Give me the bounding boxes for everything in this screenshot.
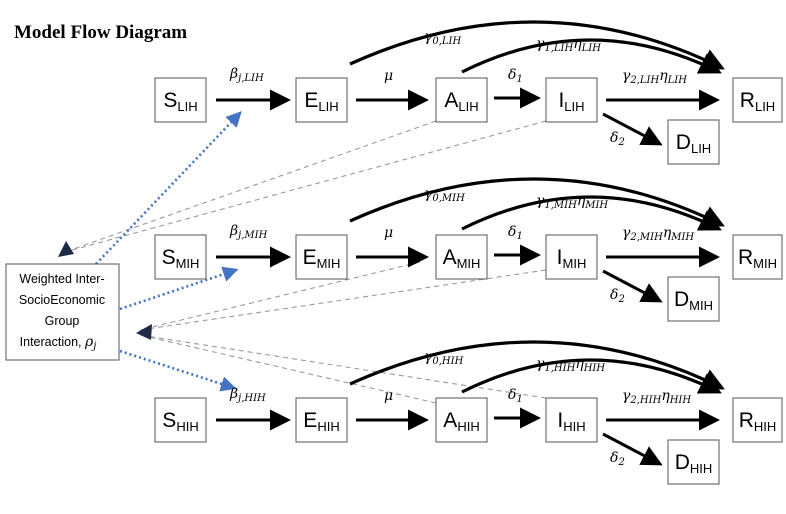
i-box — [545, 397, 598, 443]
interaction-line-4: Interaction, ρj — [20, 334, 97, 352]
row-mih: SMIH EMIH AMIH IMIH RMIH DMIH βj,MIH μ δ1 δ2 γ0,MI… — [154, 177, 783, 322]
label-gamma1: γ1,LIHηLIH — [536, 36, 601, 54]
label-delta2: δ2 — [610, 450, 625, 468]
diagram-title: Model Flow Diagram — [14, 22, 187, 43]
contact-dashed-line — [64, 120, 547, 253]
label-gamma2: γ2,LIHηLIH — [622, 68, 687, 86]
contact-arrowhead — [136, 324, 152, 340]
contact-dashed-line — [139, 269, 547, 331]
interaction-dotted-arrow — [119, 349, 237, 392]
a-node-label: AMIH — [443, 246, 481, 271]
rows-layer: SLIH ELIH ALIH ILIH RLIH DLIH βj,LIH μ δ1 δ2 γ0,LI… — [154, 20, 783, 485]
curve-a-to-r — [461, 38, 722, 74]
r-box — [732, 77, 783, 123]
a-box — [435, 397, 488, 443]
s-box — [154, 234, 207, 280]
label-delta1: δ1 — [508, 224, 523, 242]
row-hih: SHIH EHIH AHIH IHIH RHIH DHIH βj,HIH μ δ1 δ2 γ0,HI… — [154, 340, 783, 485]
label-mu: μ — [384, 388, 393, 404]
curve-e-to-r — [349, 20, 725, 70]
a-node-label: ALIH — [444, 89, 478, 114]
label-gamma0: γ0,LIH — [424, 29, 462, 47]
e-node-label: ELIH — [304, 89, 338, 114]
d-box — [667, 439, 720, 485]
label-gamma1: γ1,HIHηHIH — [536, 356, 605, 374]
label-gamma2: γ2,MIHηMIH — [622, 225, 694, 243]
i-box — [545, 77, 598, 123]
curve-e-to-r — [349, 340, 725, 390]
label-gamma0: γ0,MIH — [424, 186, 465, 204]
interaction-box — [5, 263, 120, 361]
arrow-i-to-d — [602, 112, 663, 146]
r-node-label: RHIH — [739, 409, 777, 434]
interaction-line-2: SocioEconomic — [19, 293, 105, 307]
curve-a-to-r — [461, 195, 722, 231]
rho-symbol: ρ — [84, 334, 94, 350]
d-node-label: DLIH — [676, 131, 711, 156]
label-mu: μ — [384, 225, 393, 241]
e-node-label: EMIH — [303, 246, 341, 271]
label-beta: βj,MIH — [229, 223, 268, 241]
links-layer — [58, 111, 547, 404]
contact-dashed-line — [139, 334, 547, 399]
e-box — [295, 77, 348, 123]
interaction-node: Weighted Inter- SocioEconomic Group Inte… — [5, 263, 120, 361]
label-delta1: δ1 — [508, 387, 523, 405]
curve-e-to-r — [349, 177, 725, 227]
r-node-label: RLIH — [740, 89, 775, 114]
contact-dashed-line — [139, 334, 437, 404]
interaction-line-1: Weighted Inter- — [19, 272, 104, 286]
s-node-label: SLIH — [163, 89, 197, 114]
i-node-label: IMIH — [557, 246, 587, 271]
r-box — [732, 397, 783, 443]
label-delta2: δ2 — [610, 130, 625, 148]
i-node-label: IHIH — [557, 409, 585, 434]
curve-a-to-r — [461, 358, 722, 394]
a-box — [435, 234, 488, 280]
label-beta: βj,HIH — [229, 386, 266, 404]
interaction-dotted-arrow — [119, 266, 239, 311]
contact-dashed-line — [139, 261, 421, 331]
i-node-label: ILIH — [558, 89, 584, 114]
label-gamma2: γ2,HIHηHIH — [622, 388, 691, 406]
label-mu: μ — [384, 68, 393, 84]
s-node-label: SMIH — [162, 246, 200, 271]
arrow-i-to-d — [602, 269, 663, 303]
r-box — [732, 234, 783, 280]
a-box — [435, 77, 488, 123]
label-delta2: δ2 — [610, 287, 625, 305]
row-lih: SLIH ELIH ALIH ILIH RLIH DLIH βj,LIH μ δ1 δ2 γ0,LI… — [154, 20, 783, 165]
label-gamma0: γ0,HIH — [424, 349, 464, 367]
contact-arrowhead — [58, 241, 74, 257]
i-box — [545, 234, 598, 280]
d-box — [667, 276, 720, 322]
s-box — [154, 77, 207, 123]
a-node-label: AHIH — [443, 409, 479, 434]
label-delta1: δ1 — [508, 67, 523, 85]
d-node-label: DMIH — [674, 288, 713, 313]
s-node-label: SHIH — [162, 409, 198, 434]
e-node-label: EHIH — [303, 409, 339, 434]
arrow-i-to-d — [602, 432, 663, 466]
interaction-line-3: Group — [45, 314, 80, 328]
e-box — [295, 397, 348, 443]
label-beta: βj,LIH — [229, 66, 264, 84]
d-box — [667, 119, 720, 165]
s-box — [154, 397, 207, 443]
e-box — [295, 234, 348, 280]
label-gamma1: γ1,MIHηMIH — [536, 193, 608, 211]
d-node-label: DHIH — [675, 451, 713, 476]
r-node-label: RMIH — [738, 246, 777, 271]
